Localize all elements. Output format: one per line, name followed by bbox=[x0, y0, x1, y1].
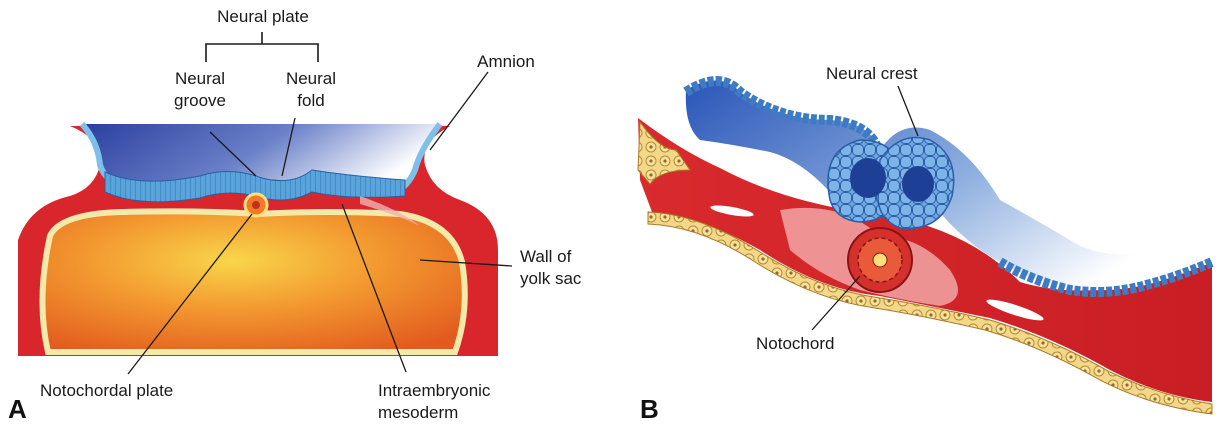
label-intraembryonic-line1: Intraembryonic bbox=[378, 381, 490, 401]
notochord-b bbox=[848, 228, 912, 292]
neural-folds bbox=[828, 138, 954, 229]
label-neural-crest: Neural crest bbox=[826, 64, 918, 84]
notochordal-plate bbox=[245, 194, 267, 216]
label-notochord: Notochord bbox=[756, 334, 834, 354]
label-neural-fold-line2: fold bbox=[276, 91, 346, 111]
label-neural-plate: Neural plate bbox=[208, 7, 318, 27]
label-intraembryonic-line2: mesoderm bbox=[378, 403, 458, 423]
panel-a-diagram bbox=[18, 32, 512, 374]
neural-plate-bracket bbox=[206, 32, 318, 62]
panel-b-diagram bbox=[638, 80, 1212, 414]
label-neural-fold-line1: Neural bbox=[276, 69, 346, 89]
label-wall-of-yolk-sac-line1: Wall of bbox=[520, 247, 571, 267]
label-notochordal-plate: Notochordal plate bbox=[40, 381, 173, 401]
label-neural-groove-line1: Neural bbox=[160, 69, 240, 89]
label-amnion: Amnion bbox=[466, 52, 546, 72]
label-neural-groove-line2: groove bbox=[160, 91, 240, 111]
panel-letter-b: B bbox=[640, 394, 659, 425]
panel-letter-a: A bbox=[8, 394, 27, 425]
yolk-sac bbox=[42, 211, 464, 352]
label-wall-of-yolk-sac-line2: yolk sac bbox=[520, 269, 581, 289]
